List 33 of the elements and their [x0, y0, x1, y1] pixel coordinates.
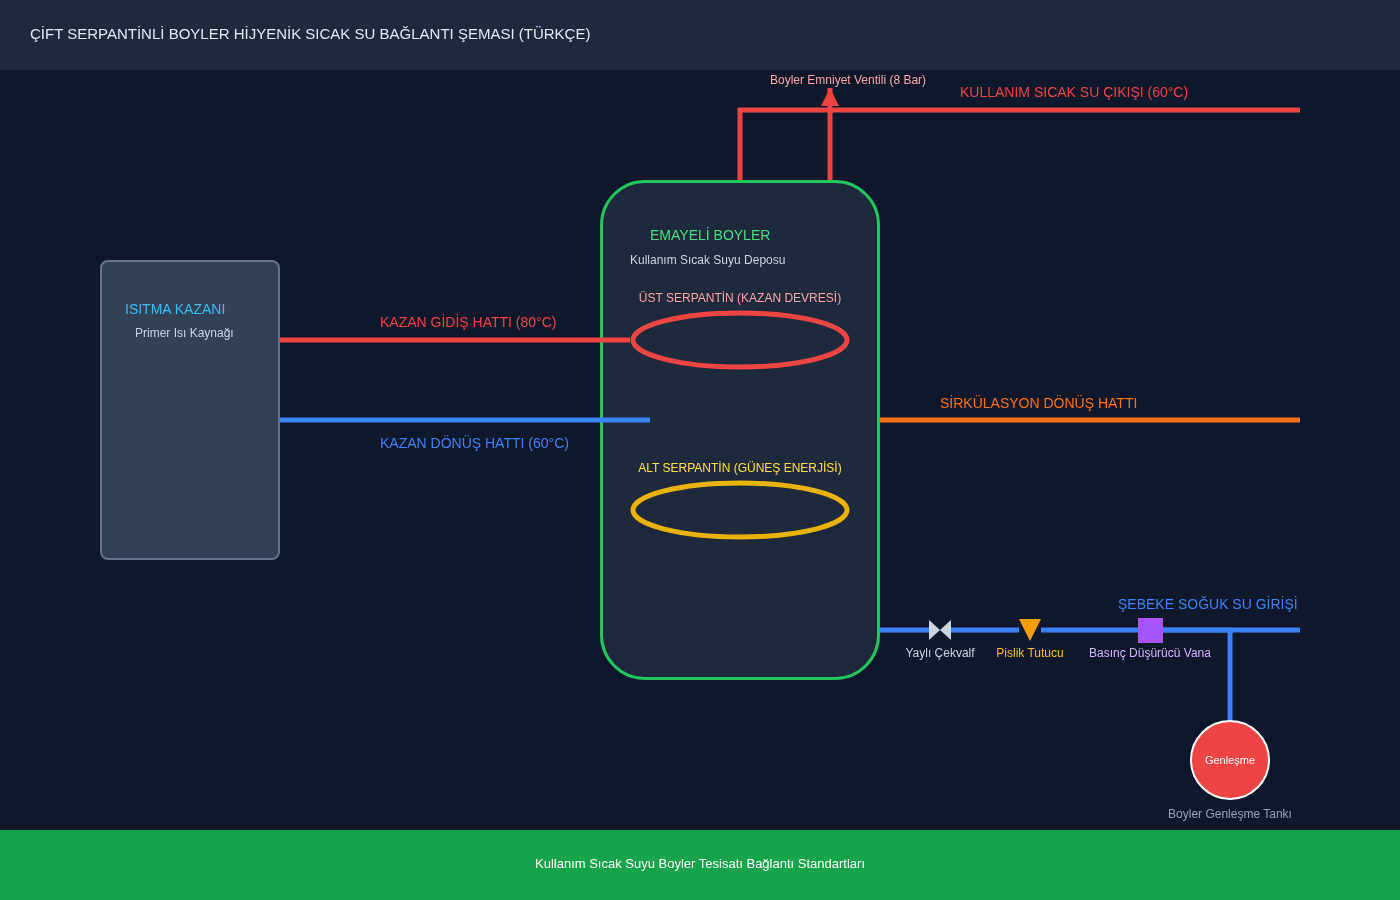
pipe-label: ŞEBEKE SOĞUK SU GİRİŞİ	[1118, 596, 1298, 612]
box-title: ISITMA KAZANI	[125, 300, 226, 318]
tank-subtitle: Kullanım Sıcak Suyu Deposu	[630, 252, 786, 268]
pipe	[951, 627, 1019, 633]
storage-tank	[600, 180, 880, 680]
tank-title: EMAYELİ BOYLER	[650, 226, 771, 244]
pipe-label: SİRKÜLASYON DÖNÜŞ HATTI	[940, 395, 1138, 411]
tank-label: Genleşme	[1204, 753, 1256, 767]
triangle-icon	[1019, 619, 1041, 641]
pipe	[280, 417, 650, 423]
coil-label: ÜST SERPANTİN (KAZAN DEVRESİ)	[638, 290, 842, 306]
pipe	[737, 107, 1300, 180]
pipe-label: KAZAN GİDİŞ HATTI (80°C)	[380, 314, 557, 330]
box-subtitle: Primer Isı Kaynağı	[135, 325, 234, 341]
footer-caption: Kullanım Sıcak Suyu Boyler Tesisatı Bağlantı Standartları	[535, 856, 865, 872]
valve-caption: Basınç Düşürücü Vana	[1089, 645, 1211, 661]
coil-label: ALT SERPANTİN (GÜNEŞ ENERJİSİ)	[638, 460, 842, 476]
tank-caption: Boyler Genleşme Tankı	[1168, 806, 1292, 822]
valve-icon	[929, 620, 951, 640]
pipe	[880, 417, 1300, 423]
square-icon	[1138, 618, 1163, 643]
valve-caption: Yaylı Çekvalf	[905, 645, 975, 661]
pipe-label: KULLANIM SICAK SU ÇIKIŞI (60°C)	[960, 84, 1189, 100]
pipe	[1163, 627, 1233, 720]
boiler-box	[100, 260, 280, 560]
page-title: ÇİFT SERPANTİNLİ BOYLER HİJYENİK SICAK SU BAĞLANTI ŞEMASI (TÜRKÇE)	[30, 25, 591, 43]
valve-label: Boyler Emniyet Ventili (8 Bar)	[770, 72, 927, 88]
valve-caption: Pislik Tutucu	[996, 645, 1064, 661]
pipe	[880, 627, 929, 633]
arrow	[821, 88, 839, 180]
pipe-label: KAZAN DÖNÜŞ HATTI (60°C)	[380, 435, 569, 451]
pipe	[280, 337, 630, 343]
pipe	[1041, 627, 1138, 633]
